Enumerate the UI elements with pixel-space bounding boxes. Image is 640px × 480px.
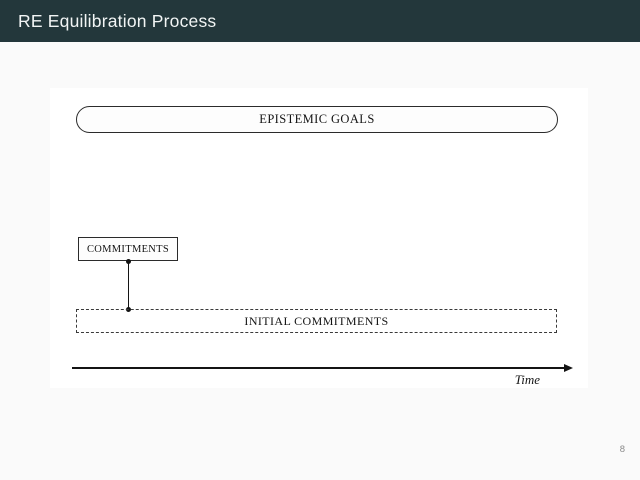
commitments-node: COMMITMENTS [78, 237, 178, 261]
diagram-canvas: EPISTEMIC GOALS COMMITMENTS INITIAL COMM… [50, 88, 588, 388]
epistemic-goals-node: EPISTEMIC GOALS [76, 106, 558, 133]
page-number: 8 [619, 444, 625, 455]
slide-title-bar: RE Equilibration Process [0, 0, 640, 42]
commitments-connector-line [127, 261, 129, 309]
time-axis-label: Time [514, 372, 540, 387]
slide-title: RE Equilibration Process [18, 10, 217, 31]
initial-commitments-node: INITIAL COMMITMENTS [76, 309, 557, 333]
connector-endpoint-dot-top [125, 258, 131, 264]
time-axis-arrowhead-icon [564, 363, 573, 372]
time-axis-arrow [72, 367, 565, 369]
